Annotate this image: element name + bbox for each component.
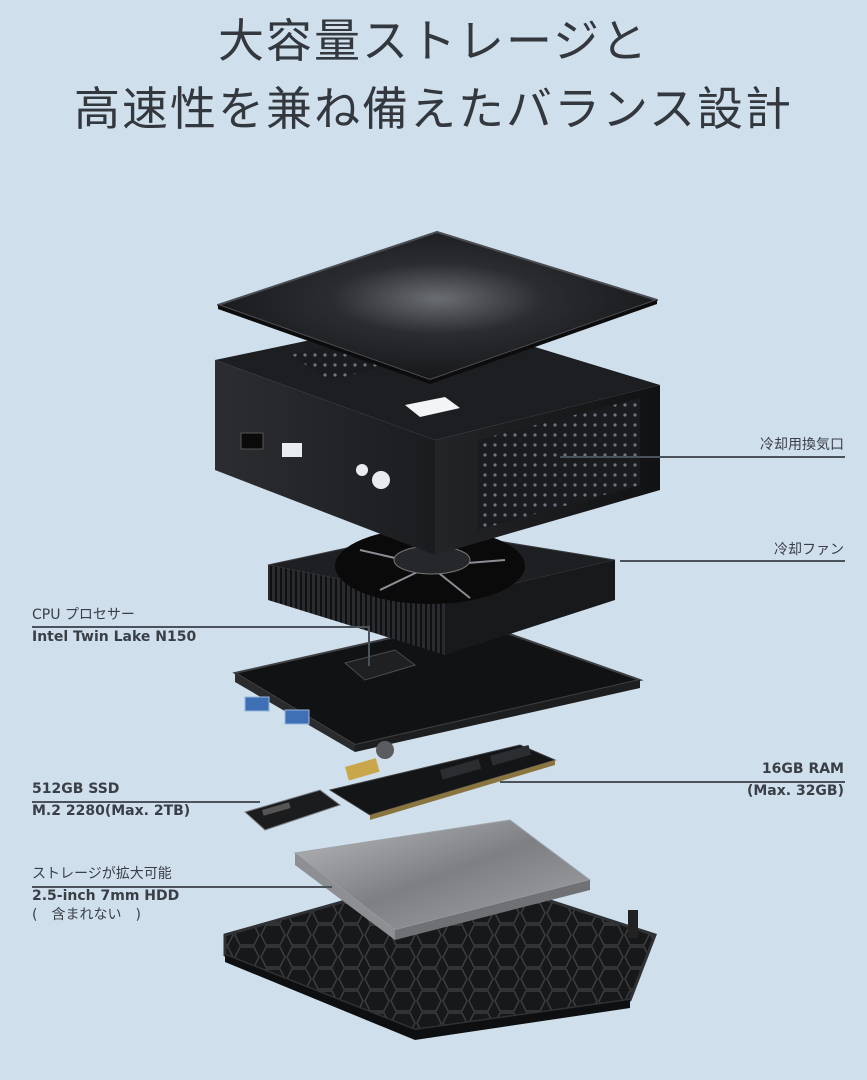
callout-cpu-model: Intel Twin Lake N150 [32,628,197,645]
leader-line-vent [560,456,845,458]
callout-ssd-capacity: 512GB SSD [32,781,120,797]
callout-ram: 16GB RAM (Max. 32GB) [747,760,844,801]
top-lid [217,231,658,384]
headline-line-1: 大容量ストレージと [217,14,650,68]
ram-module [328,744,557,820]
callout-cooling-vent-label: 冷却用換気口 [760,437,844,453]
leader-line-ssd [32,801,260,803]
headline-line-2: 高速性を兼ね備えたバランス設計 [73,82,794,136]
hdd-2-5-inch [293,819,592,940]
callout-hdd-expandable: ストレージが拡大可能 [32,866,172,882]
callout-hdd-size: 2.5-inch 7mm HDD [32,887,180,904]
leader-line-hdd [32,886,332,888]
callout-ssd-formfactor: M.2 2280(Max. 2TB) [32,802,191,819]
leader-line-cpu [32,626,370,628]
m2-ssd [243,789,342,831]
callout-ram-max: (Max. 32GB) [746,782,844,799]
motherboard [232,618,644,759]
callout-ram-capacity: 16GB RAM [761,761,844,777]
callout-cooling-vent: 冷却用換気口 [760,436,844,455]
callout-cooling-fan: 冷却ファン [774,541,844,560]
leader-line-ram [500,781,845,783]
callout-cpu: CPU プロセサー Intel Twin Lake N150 [32,606,196,647]
leader-line-fan [620,560,845,562]
callout-cooling-fan-label: 冷却ファン [774,542,844,558]
callout-cpu-title: CPU プロセサー [32,607,135,623]
callout-hdd-not-included: ( 含まれない ) [32,906,141,923]
callout-hdd: ストレージが拡大可能 2.5-inch 7mm HDD ( 含まれない ) [32,865,179,925]
leader-line-cpu-vertical [368,626,370,666]
cooling-fan [267,528,616,655]
callout-ssd: 512GB SSD M.2 2280(Max. 2TB) [32,780,190,821]
